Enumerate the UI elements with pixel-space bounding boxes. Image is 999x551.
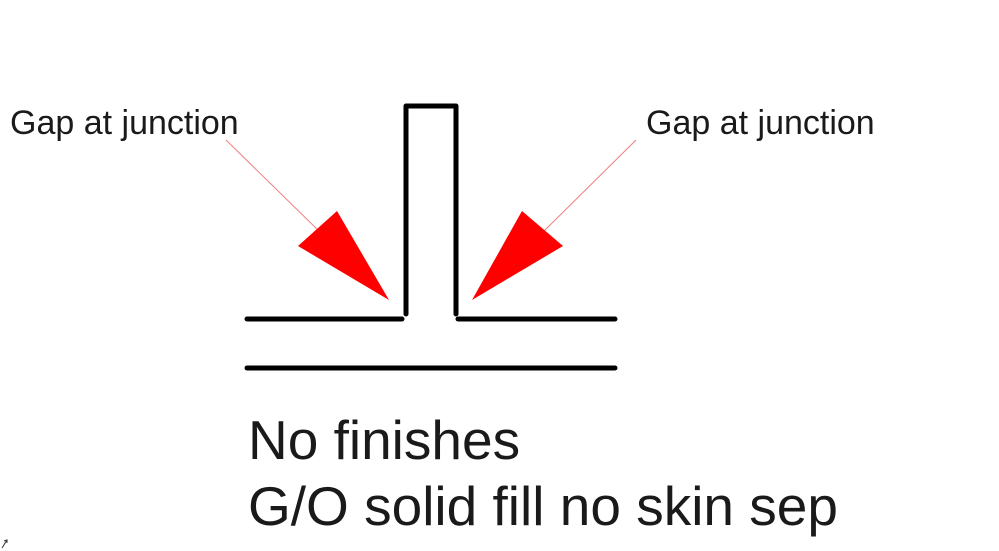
arrow-left bbox=[298, 211, 389, 300]
callout-right: Gap at junction bbox=[646, 104, 875, 142]
leader-line-right bbox=[542, 139, 637, 233]
note-line-1: No finishes bbox=[248, 409, 521, 471]
note-line-2: G/O solid fill no skin sep bbox=[248, 475, 838, 537]
small-arrow-icon bbox=[1, 539, 8, 549]
arrow-right bbox=[472, 211, 563, 300]
leader-line-left bbox=[225, 139, 321, 233]
callout-left: Gap at junction bbox=[10, 104, 239, 142]
partition-outline bbox=[403, 103, 459, 317]
